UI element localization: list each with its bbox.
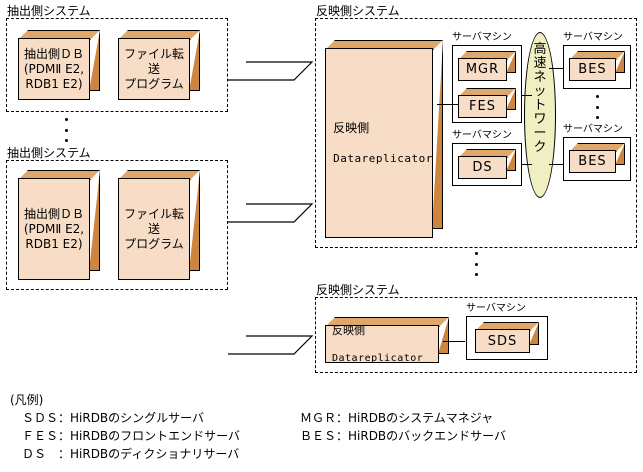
net-char-2: ネ: [533, 70, 547, 85]
server-fes-label: FES: [469, 99, 496, 114]
datareplicator-line2: Datareplicator: [332, 352, 424, 364]
link-datareplicator-to-fes: [437, 104, 459, 105]
file-transfer-program-box-1: ファイル転送 プログラム: [118, 30, 200, 100]
link-datareplicator-to-sds: [443, 341, 465, 342]
reflection-datareplicator-label-secondary: 反映側 Datareplicator: [326, 309, 438, 380]
legend-entry-mgr: ＭＧＲ：HiRDBのシステムマネジャ: [300, 411, 494, 425]
box-front-face: DS: [458, 156, 507, 179]
reflection-system-secondary-label: 反映側システム: [315, 283, 401, 297]
box-front-face: BES: [569, 150, 616, 173]
box-side-face: [189, 170, 200, 271]
link-dsmachine-to-network: [522, 164, 532, 165]
network-link-connector-3: [228, 335, 314, 355]
extraction-system-2-label: 抽出側システム: [6, 146, 92, 160]
net-char-1: 速: [533, 56, 547, 71]
box-front-face: MGR: [458, 58, 507, 81]
box-front-face: 反映側 Datareplicator: [325, 324, 439, 364]
server-mgr-label: MGR: [465, 62, 500, 77]
net-char-5: ワ: [533, 112, 547, 127]
net-char-3: ッ: [533, 84, 547, 99]
box-side-face: [89, 170, 100, 271]
server-bes-2-box: BES: [569, 143, 625, 173]
box-side-face: [432, 40, 443, 229]
reflection-system-secondary-enclosure: [315, 297, 637, 373]
machine-sds-label: サーバマシン: [466, 303, 526, 314]
machine-mgr-fes-label: サーバマシン: [452, 32, 512, 43]
server-ds-label: DS: [472, 160, 493, 175]
server-bes-1-label: BES: [578, 62, 607, 77]
high-speed-network-text: 高 速 ネ ッ ト ワ ー ク: [525, 43, 555, 155]
extraction-systems-ellipsis: [64, 118, 68, 142]
extraction-db-label-1: 抽出側ＤＢ (PDMⅡ E2, RDB1 E2): [23, 46, 85, 91]
box-front-face: FES: [458, 95, 507, 118]
machine-ds-label: サーバマシン: [452, 130, 512, 141]
box-front-face: 反映側 Datareplicator: [325, 48, 433, 238]
legend-title: (凡例): [10, 393, 44, 407]
datareplicator-line2: Datareplicator: [333, 151, 433, 165]
reflection-datareplicator-box-secondary: 反映側 Datareplicator: [325, 317, 449, 364]
reflection-datareplicator-label-main: 反映側 Datareplicator: [325, 106, 433, 181]
extraction-system-1-label: 抽出側システム: [6, 4, 92, 18]
box-front-face: 抽出側ＤＢ (PDMⅡ E2, RDB1 E2): [18, 38, 90, 100]
network-link-connector-1: [228, 61, 314, 81]
legend-entry-ds: ＤＳ ：HiRDBのディクショナリサーバ: [22, 447, 240, 461]
net-char-4: ト: [533, 98, 547, 113]
box-front-face: SDS: [475, 329, 530, 353]
legend-entry-fes: ＦＥＳ：HiRDBのフロントエンドサーバ: [22, 429, 241, 443]
legend-entry-sds: ＳＤＳ：HiRDBのシングルサーバ: [22, 411, 205, 425]
net-char-0: 高: [533, 42, 547, 57]
high-speed-network-oval: 高 速 ネ ッ ト ワ ー ク: [524, 32, 556, 198]
legend-entry-bes: ＢＥＳ：HiRDBのバックエンドサーバ: [300, 429, 507, 443]
reflection-systems-ellipsis: [474, 252, 478, 276]
file-transfer-program-label-2: ファイル転送 プログラム: [123, 206, 184, 251]
server-fes-box: FES: [458, 88, 516, 118]
box-front-face: 抽出側ＤＢ (PDMⅡ E2, RDB1 E2): [18, 178, 90, 280]
reflection-system-main-enclosure: [315, 18, 637, 248]
box-front-face: ファイル転送 プログラム: [118, 178, 190, 280]
file-transfer-program-box-2: ファイル転送 プログラム: [118, 170, 200, 280]
extraction-db-box-2: 抽出側ＤＢ (PDMⅡ E2, RDB1 E2): [18, 170, 100, 280]
machine-bes-1-label: サーバマシン: [563, 32, 623, 43]
network-link-connector-2: [228, 203, 314, 223]
datareplicator-line1: 反映側: [333, 120, 370, 135]
box-front-face: BES: [569, 58, 616, 81]
link-network-to-bes2: [549, 164, 564, 165]
datareplicator-line1: 反映側: [332, 323, 365, 337]
server-sds-box: SDS: [475, 322, 539, 353]
box-front-face: ファイル転送 プログラム: [118, 38, 190, 100]
extraction-system-1-enclosure: [6, 18, 228, 112]
reflection-datareplicator-box-main: 反映側 Datareplicator: [325, 40, 443, 238]
reflection-system-main-label: 反映側システム: [315, 4, 401, 18]
extraction-db-label-2: 抽出側ＤＢ (PDMⅡ E2, RDB1 E2): [23, 206, 85, 251]
server-bes-2-label: BES: [578, 154, 607, 169]
server-sds-label: SDS: [487, 333, 518, 349]
server-bes-1-box: BES: [569, 51, 625, 81]
net-char-6: ー: [533, 126, 547, 141]
net-char-7: ク: [533, 140, 547, 155]
link-network-to-bes1: [549, 68, 564, 69]
bes-machines-ellipsis: [595, 95, 599, 119]
machine-bes-2-label: サーバマシン: [563, 124, 623, 135]
file-transfer-program-label-1: ファイル転送 プログラム: [123, 46, 184, 91]
server-mgr-box: MGR: [458, 51, 516, 81]
server-ds-box: DS: [458, 149, 516, 179]
extraction-db-box-1: 抽出側ＤＢ (PDMⅡ E2, RDB1 E2): [18, 30, 100, 100]
extraction-system-2-enclosure: [6, 160, 228, 290]
link-fesmachine-to-network: [522, 95, 532, 96]
